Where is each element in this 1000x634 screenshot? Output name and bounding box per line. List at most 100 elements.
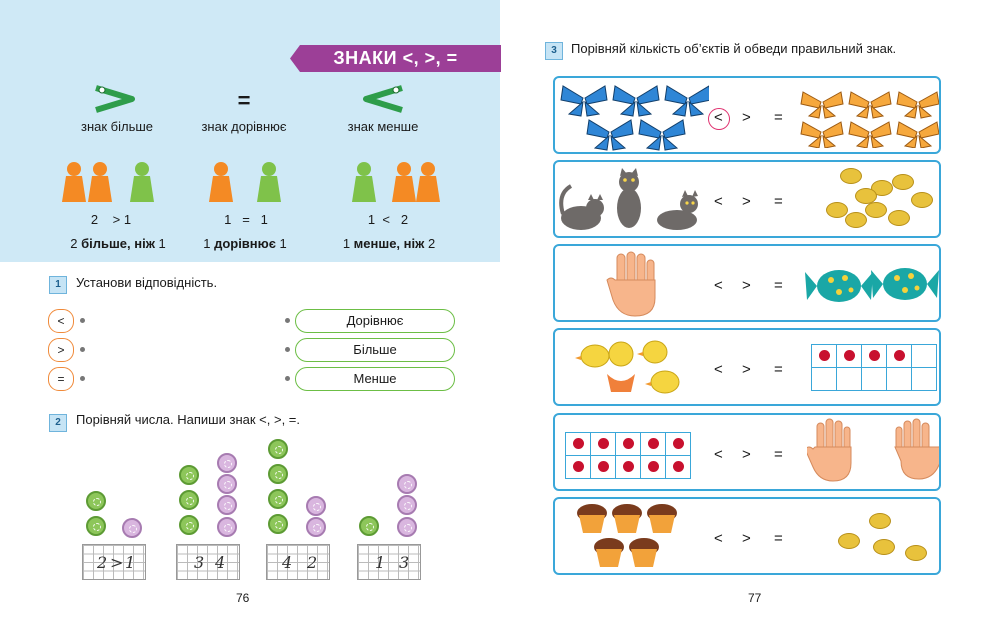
ten-frame-four <box>811 344 937 391</box>
match-word-less[interactable]: Менше <box>295 367 455 391</box>
compare-text-1: 2 більше, ніж 1 <box>70 236 166 251</box>
coin-icon <box>873 539 895 555</box>
task-2-number: 2 <box>49 414 67 432</box>
match-word-equal[interactable]: Дорівнює <box>295 309 455 333</box>
purple-button-icon <box>397 474 417 494</box>
compare-text-3: 1 менше, ніж 2 <box>342 236 436 251</box>
task-3-number: 3 <box>545 42 563 60</box>
pawns-two-vs-one <box>62 162 154 202</box>
green-button-icon <box>86 516 106 536</box>
answer-grid-1[interactable]: 2 > 1 <box>82 544 146 580</box>
sign-less[interactable]: < <box>714 277 723 294</box>
match-sign-greater[interactable]: > <box>48 338 74 362</box>
task-1-instruction: Установи відповідність. <box>76 275 218 290</box>
page-number-left: 76 <box>236 591 250 605</box>
sign-greater[interactable]: > <box>742 446 751 463</box>
ten-frame-ten <box>565 432 691 479</box>
green-button-icon <box>268 464 288 484</box>
coin-icon <box>838 533 860 549</box>
circled-sign-mark <box>708 108 730 130</box>
purple-button-icon <box>217 453 237 473</box>
sign-greater[interactable]: > <box>742 277 751 294</box>
intro-panel <box>0 0 500 262</box>
coin-icon <box>911 192 933 208</box>
compare-line-3: 1 < 2 <box>367 212 409 227</box>
answer-left-digit: 1 <box>375 553 386 572</box>
sign-equal[interactable]: = <box>774 361 783 378</box>
page-number-right: 77 <box>748 591 762 605</box>
equals-sign: = <box>237 88 251 113</box>
green-button-icon <box>268 514 288 534</box>
sign-equal[interactable]: = <box>774 109 783 126</box>
match-dot[interactable] <box>80 376 85 381</box>
two-hands-icon <box>807 418 939 482</box>
match-sign-equal[interactable]: = <box>48 367 74 391</box>
answer-sign: > <box>110 553 124 572</box>
muffins-icon <box>577 504 677 567</box>
cats-icon <box>559 168 698 230</box>
blue-butterflies-icon <box>560 85 709 151</box>
sign-greater[interactable]: > <box>742 109 751 126</box>
orange-butterflies-icon <box>800 91 939 148</box>
match-dot[interactable] <box>80 347 85 352</box>
match-sign-less[interactable]: < <box>48 309 74 333</box>
compare-line-2: 1 = 1 <box>224 212 268 227</box>
pawns-one-vs-one <box>209 162 281 202</box>
sign-greater[interactable]: > <box>742 193 751 210</box>
answer-right-digit: 3 <box>399 553 410 572</box>
coin-icon <box>840 168 862 184</box>
answer-left-digit: 2 <box>97 553 108 572</box>
hand-icon <box>606 251 656 317</box>
green-button-icon <box>179 465 199 485</box>
coin-icon <box>871 180 893 196</box>
candies-icon <box>805 268 939 302</box>
green-button-icon <box>359 516 379 536</box>
compare-row-hand: < > = <box>553 244 941 322</box>
coin-icon <box>855 188 877 204</box>
task-3-instruction: Порівняй кількість об’єктів й обведи пра… <box>571 41 897 56</box>
chicks-icon <box>575 340 680 394</box>
answer-grid-3[interactable]: 4 2 <box>266 544 330 580</box>
sign-equal[interactable]: = <box>774 277 783 294</box>
coin-icon <box>892 174 914 190</box>
match-dot[interactable] <box>285 347 290 352</box>
title-banner: ЗНАКИ <, >, = <box>290 45 501 72</box>
sign-greater[interactable]: > <box>742 530 751 547</box>
purple-button-icon <box>306 517 326 537</box>
sign-equal[interactable]: = <box>774 530 783 547</box>
coin-icon <box>845 212 867 228</box>
task-2-instruction: Порівняй числа. Напиши знак <, >, =. <box>76 412 300 427</box>
answer-left-digit: 4 <box>282 553 293 572</box>
pawns-one-vs-two <box>352 162 440 202</box>
sign-less[interactable]: < <box>714 109 723 126</box>
purple-button-icon <box>306 496 326 516</box>
sign-equal[interactable]: = <box>774 193 783 210</box>
compare-row-cats: < > = <box>553 160 941 238</box>
answer-right-digit: 2 <box>307 553 318 572</box>
green-button-icon <box>179 515 199 535</box>
sign-less[interactable]: < <box>714 193 723 210</box>
caption-greater: знак більше <box>80 119 154 134</box>
greater-sign-icon <box>92 84 138 114</box>
sign-less[interactable]: < <box>714 446 723 463</box>
task-1-number: 1 <box>49 276 67 294</box>
coin-icon <box>826 202 848 218</box>
sign-greater[interactable]: > <box>742 361 751 378</box>
sign-equal[interactable]: = <box>774 446 783 463</box>
compare-row-chicks: < > = <box>553 328 941 406</box>
match-dot[interactable] <box>285 376 290 381</box>
match-dot[interactable] <box>80 318 85 323</box>
match-word-greater[interactable]: Більше <box>295 338 455 362</box>
purple-button-icon <box>217 474 237 494</box>
sign-less[interactable]: < <box>714 361 723 378</box>
match-dot[interactable] <box>285 318 290 323</box>
coin-icon <box>888 210 910 226</box>
answer-grid-2[interactable]: 3 4 <box>176 544 240 580</box>
purple-button-icon <box>122 518 142 538</box>
compare-row-hands: < > = <box>553 413 941 491</box>
answer-grid-4[interactable]: 1 3 <box>357 544 421 580</box>
compare-row-muffins: < > = <box>553 497 941 575</box>
less-sign-icon <box>360 84 406 114</box>
compare-text-2: 1 дорівнює 1 <box>203 236 287 251</box>
sign-less[interactable]: < <box>714 530 723 547</box>
